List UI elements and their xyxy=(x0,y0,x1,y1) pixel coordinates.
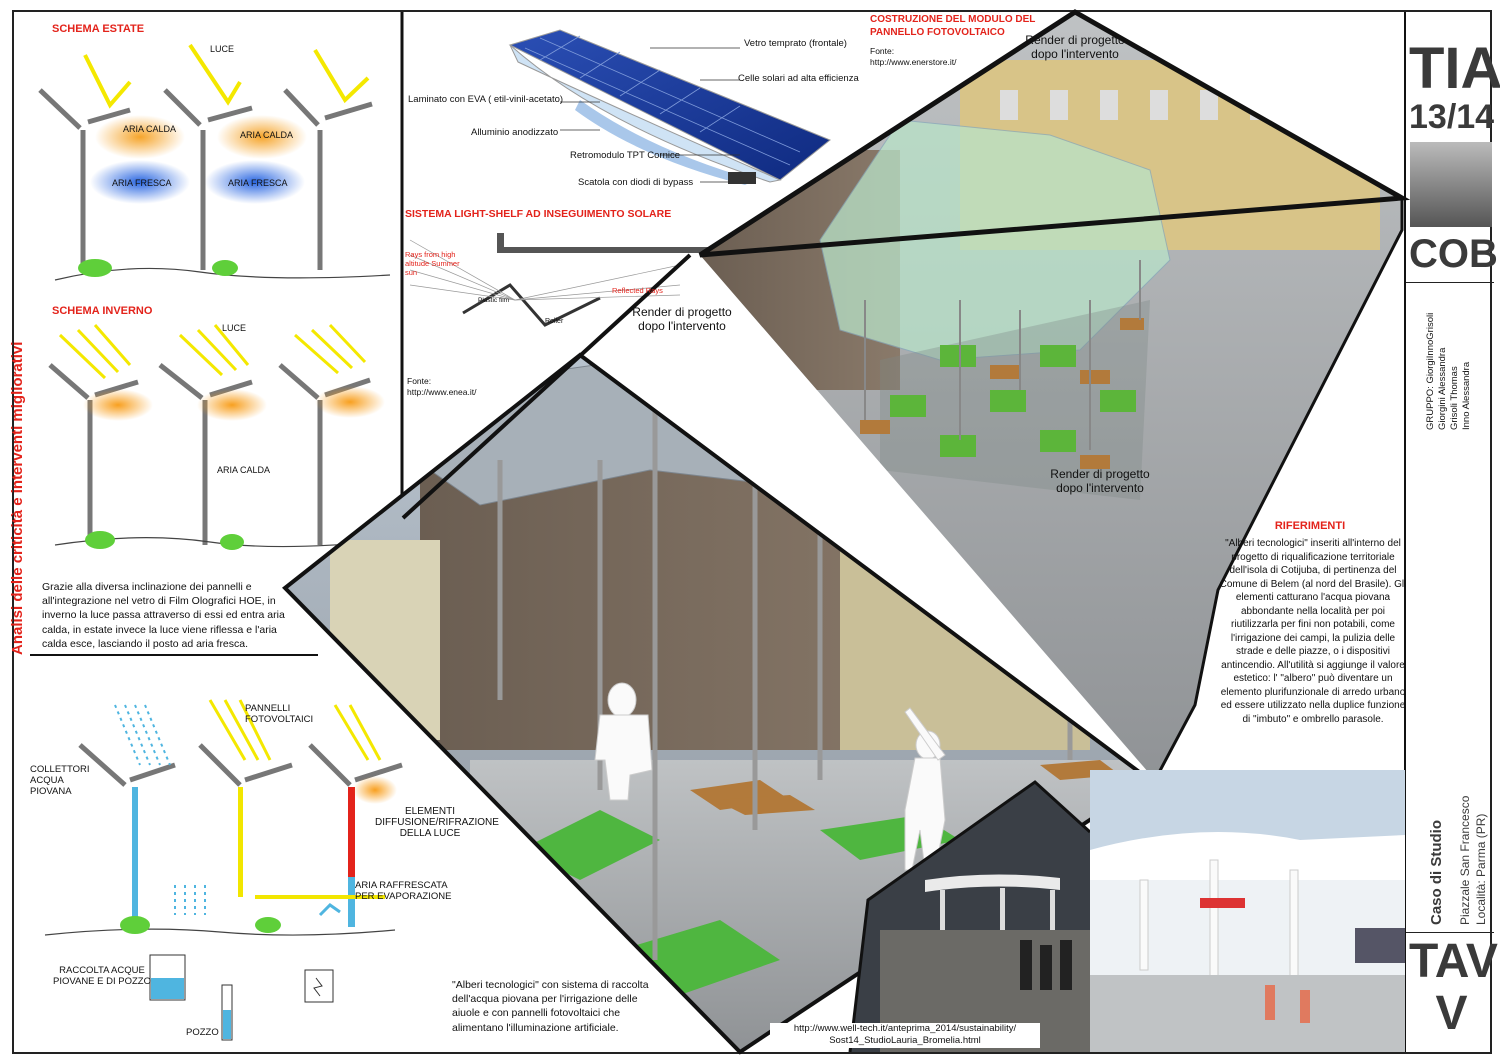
pv-label-junction-box: Scatola con diodi di bypass xyxy=(578,177,694,188)
group-members: GRUPPO: GiorgiInnoGrisoli Giorgini Aless… xyxy=(1425,313,1473,430)
well-label: POZZO xyxy=(186,1027,219,1038)
winter-scheme-drawing xyxy=(48,323,396,550)
references-title: RIFERIMENTI xyxy=(1274,520,1346,532)
pv-source-url[interactable]: http://www.enerstore.it/ xyxy=(870,57,957,67)
render-label-top: Render di progetto dopo l'intervento xyxy=(1025,33,1125,62)
title-divider xyxy=(1406,932,1494,933)
light-shelf-source-label: Fonte: xyxy=(407,376,432,386)
hot-air-label: ARIA CALDA xyxy=(123,124,177,134)
winter-light-label: LUCE xyxy=(222,323,247,333)
pv-label-aluminium: Alluminio anodizzato xyxy=(471,127,559,138)
case-study-label: Caso di Studio xyxy=(1428,820,1445,925)
cool-air-label: ARIA FRESCA xyxy=(112,178,172,188)
pv-panels-label: PANNELLI FOTOVOLTAICI xyxy=(245,703,314,725)
course-year: 13/14 xyxy=(1409,98,1495,136)
water-scheme-drawing xyxy=(44,699,403,1041)
diffusion-elements-label: ELEMENTI DIFFUSIONE/RIFRAZIONE DELLA LUC… xyxy=(375,806,499,839)
rays-high-label: Rays from high altitude Summer sun xyxy=(405,250,460,277)
group-line: Grisoli Thomas xyxy=(1448,366,1460,430)
pv-label-cells: Celle solari ad alta efficienza xyxy=(738,73,859,84)
winter-hot-air-label: ARIA CALDA xyxy=(217,465,271,475)
roller-label: Roller xyxy=(545,318,564,325)
photo-source-url[interactable]: http://www.well-tech.it/anteprima_2014/s… xyxy=(770,1023,1040,1048)
group-line: Giorgini Alessandra xyxy=(1436,347,1448,430)
rain-collectors-label: COLLETTORI ACQUA PIOVANA xyxy=(30,764,90,797)
references-text: "Alberi tecnologici" inseriti all'intern… xyxy=(1219,538,1407,725)
table-number: V xyxy=(1435,987,1468,1040)
pv-label-glass: Vetro temprato (frontale) xyxy=(744,38,847,49)
title-divider xyxy=(1406,282,1494,283)
scheme-caption: Grazie alla diversa inclinazione dei pan… xyxy=(42,581,285,650)
trees-caption: "Alberi tecnologici" con sistema di racc… xyxy=(452,979,649,1034)
location-line: Località: Parma (PR) xyxy=(1474,813,1489,925)
pv-label-backsheet: Retromodulo TPT Cornice xyxy=(570,150,681,161)
table-label: TAV xyxy=(1409,935,1498,988)
summer-scheme-drawing xyxy=(38,43,391,281)
render-label-main: Render di progetto dopo l'intervento xyxy=(632,305,732,334)
light-shelf-title: SISTEMA LIGHT-SHELF AD INSEGUIMENTO SOLA… xyxy=(405,208,672,220)
water-collection-label: RACCOLTA ACQUE PIOVANE E DI POZZO xyxy=(52,965,151,987)
pv-module-title: COSTRUZIONE DEL MODULO DEL PANNELLO FOTO… xyxy=(870,14,1036,38)
location: Piazzale San Francesco Località: Parma (… xyxy=(1457,796,1489,925)
light-shelf-source-url[interactable]: http://www.enea.it/ xyxy=(407,387,477,397)
cool-air-label: ARIA FRESCA xyxy=(228,178,288,188)
summer-scheme-title: SCHEMA ESTATE xyxy=(52,23,145,35)
group-line: Inno Alessandra xyxy=(1460,361,1472,430)
pv-source-label: Fonte: xyxy=(870,46,895,56)
vertical-title: Analisi delle criticità e interventi mig… xyxy=(9,341,26,655)
group-line: GRUPPO: GiorgiInnoGrisoli xyxy=(1425,312,1436,430)
cooled-air-label: ARIA RAFFRESCATA PER EVAPORAZIONE xyxy=(355,880,452,902)
plastic-film-label: Plastic film xyxy=(478,297,510,304)
project-thumbnail-image xyxy=(1410,142,1492,227)
reference-photo-bus-station-image xyxy=(1090,770,1405,1052)
hot-air-label: ARIA CALDA xyxy=(240,130,294,140)
location-line: Piazzale San Francesco xyxy=(1458,795,1472,925)
render-label-right: Render di progetto dopo l'intervento xyxy=(1050,467,1150,496)
pv-module-drawing xyxy=(508,29,831,185)
summer-light-label: LUCE xyxy=(210,44,235,54)
sheet-frame xyxy=(12,10,1492,1054)
pv-label-eva: Laminato con EVA ( etil-vinil-acetato) xyxy=(408,94,564,105)
project-code: COB xyxy=(1409,232,1498,276)
reflected-rays-label: Reflected Rays xyxy=(612,286,663,295)
course-title: TIA xyxy=(1409,36,1500,101)
winter-scheme-title: SCHEMA INVERNO xyxy=(52,305,153,317)
